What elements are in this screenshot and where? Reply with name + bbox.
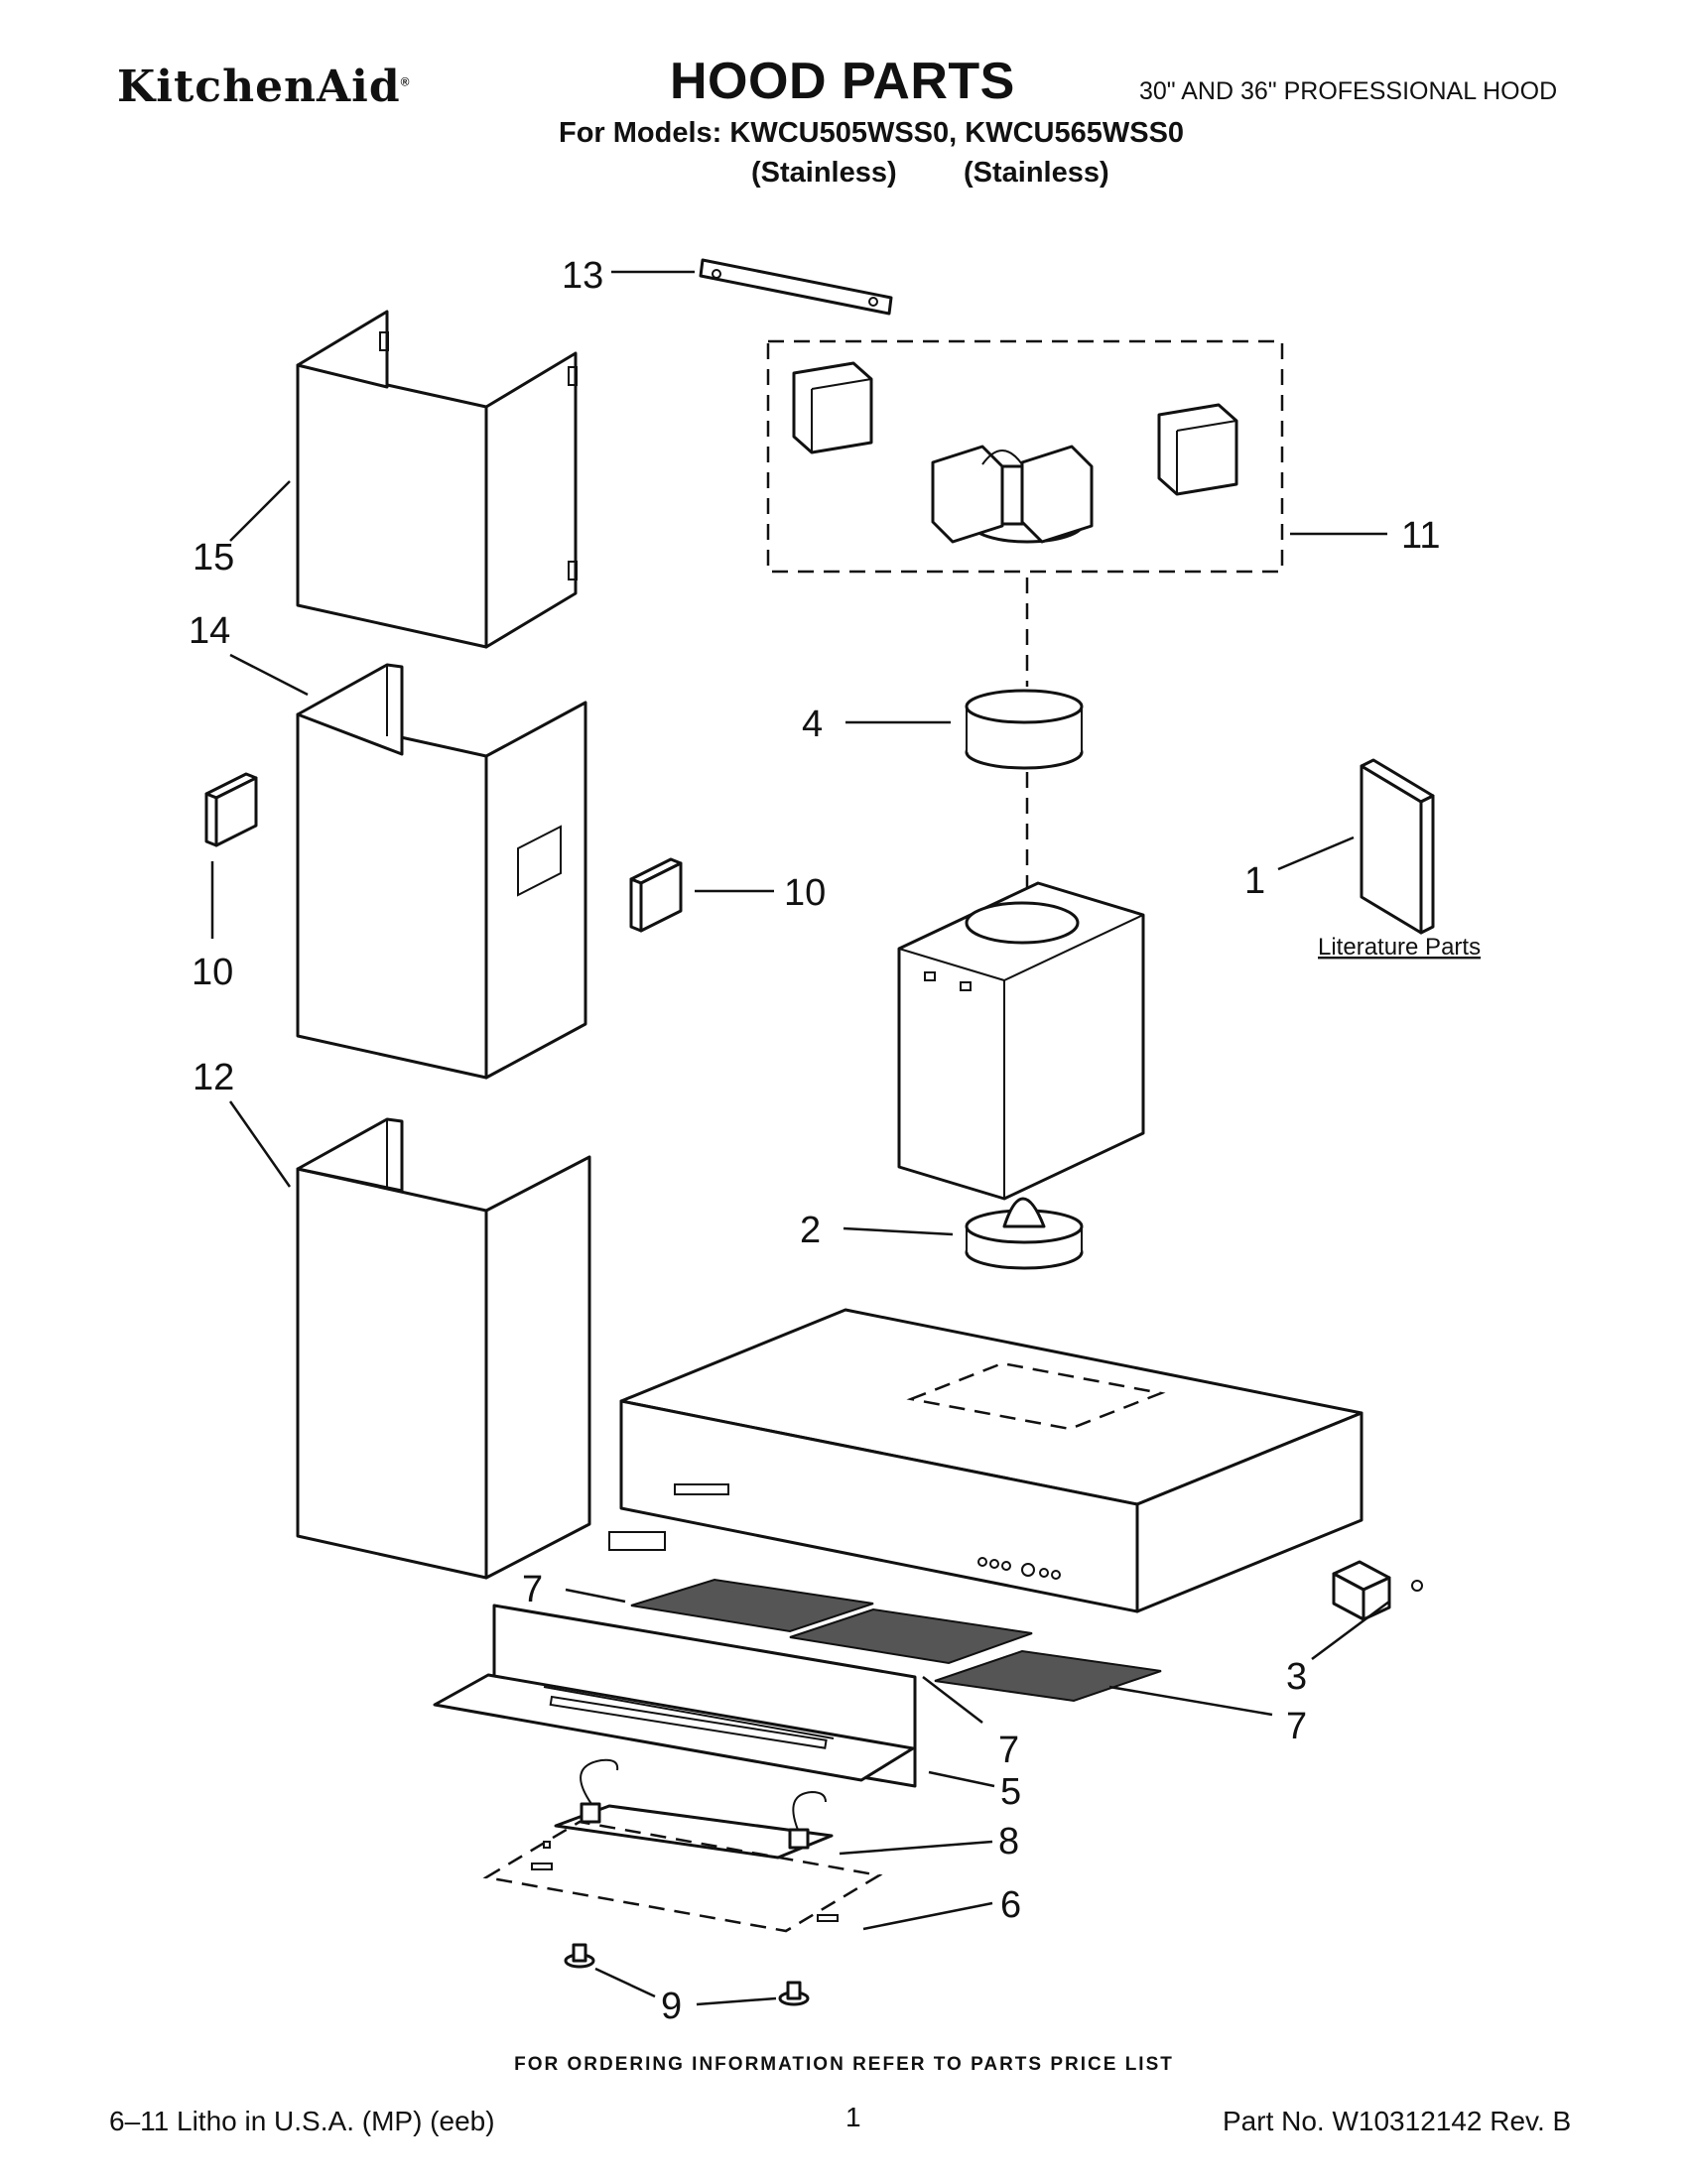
callout-6: 6: [1000, 1884, 1021, 1926]
part-6-clips: [531, 1841, 839, 1922]
finish-label-2: (Stainless): [964, 157, 1109, 189]
part-15-upper-duct-cover: [296, 310, 578, 649]
callout-12: 12: [193, 1057, 234, 1098]
ordering-note: FOR ORDERING INFORMATION REFER TO PARTS …: [514, 2054, 1174, 2075]
leader-14: [229, 653, 309, 697]
callout-7-middle: 7: [998, 1730, 1019, 1771]
leader-7-left: [565, 1588, 626, 1604]
hood-control-buttons: [977, 1557, 1061, 1580]
part-11-kit-outline: [766, 339, 1284, 574]
callout-10-right: 10: [784, 872, 826, 914]
leader-7-middle: [922, 1676, 983, 1724]
part-number: Part No. W10312142 Rev. B: [1223, 2106, 1572, 2136]
callout-10-left: 10: [192, 952, 233, 993]
part-10-pad-right: [629, 857, 683, 933]
part-1-literature: [1360, 758, 1435, 935]
part-14-middle-duct-cover: [296, 663, 587, 1080]
part-5-bottom-panel: [433, 1604, 917, 1788]
leader-12: [228, 1100, 292, 1188]
part-9-bulb-left: [564, 1943, 595, 1969]
part-7-filter-1: [630, 1578, 874, 1633]
leader-8: [839, 1840, 993, 1856]
callout-5: 5: [1000, 1771, 1021, 1813]
brand-logo: KitchenAid®: [117, 62, 411, 112]
page-number: 1: [845, 2102, 861, 2132]
part-2-damper-collar: [965, 1197, 1084, 1270]
litho-info: 6–11 Litho in U.S.A. (MP) (eeb): [109, 2106, 495, 2136]
callout-9: 9: [661, 1986, 682, 2027]
part-9-bulb-right: [778, 1981, 810, 2006]
part-7-filter-3: [934, 1649, 1162, 1703]
leader-3: [1311, 1600, 1390, 1661]
callout-2: 2: [800, 1210, 821, 1251]
part-6-lens-frame: [482, 1820, 883, 1933]
part-10-pad-left: [204, 772, 258, 847]
leader-9-left: [594, 1967, 656, 1998]
blower-housing: [897, 881, 1145, 1201]
leader-1: [1277, 835, 1355, 871]
part-11-damper-kit: [792, 361, 1238, 544]
part-12-lower-duct-cover: [296, 1117, 591, 1580]
callout-4: 4: [802, 704, 823, 745]
leader-9-right: [696, 1996, 777, 2006]
part-13-bracket: [699, 258, 893, 316]
page-title: HOOD PARTS: [670, 53, 1015, 110]
callout-15: 15: [193, 537, 234, 578]
literature-parts-label: Literature Parts: [1318, 934, 1481, 961]
callout-14: 14: [189, 610, 230, 652]
leader-2: [843, 1226, 954, 1236]
model-numbers: For Models: KWCU505WSS0, KWCU565WSS0: [559, 117, 1185, 149]
part-3-junction-box: [1332, 1560, 1423, 1621]
leader-5: [928, 1770, 995, 1788]
leader-6: [862, 1901, 993, 1931]
callout-7-right: 7: [1286, 1706, 1307, 1747]
part-7-filter-2: [789, 1607, 1033, 1665]
brand-registered-mark: ®: [400, 74, 411, 89]
finish-label-1: (Stainless): [751, 157, 897, 189]
product-subtitle: 30" AND 36" PROFESSIONAL HOOD: [1139, 77, 1558, 105]
part-8-light-assembly: [554, 1758, 834, 1860]
callout-7-left: 7: [522, 1569, 543, 1610]
callout-8: 8: [998, 1821, 1019, 1863]
callout-3: 3: [1286, 1656, 1307, 1698]
callout-1: 1: [1244, 860, 1265, 902]
callout-11: 11: [1401, 515, 1440, 557]
hood-main-body: [608, 1308, 1363, 1613]
brand-name: KitchenAid: [117, 62, 401, 112]
callout-13: 13: [562, 255, 603, 297]
part-4-collar: [965, 689, 1084, 770]
leader-7-right: [1108, 1685, 1273, 1717]
leader-15: [229, 480, 291, 542]
